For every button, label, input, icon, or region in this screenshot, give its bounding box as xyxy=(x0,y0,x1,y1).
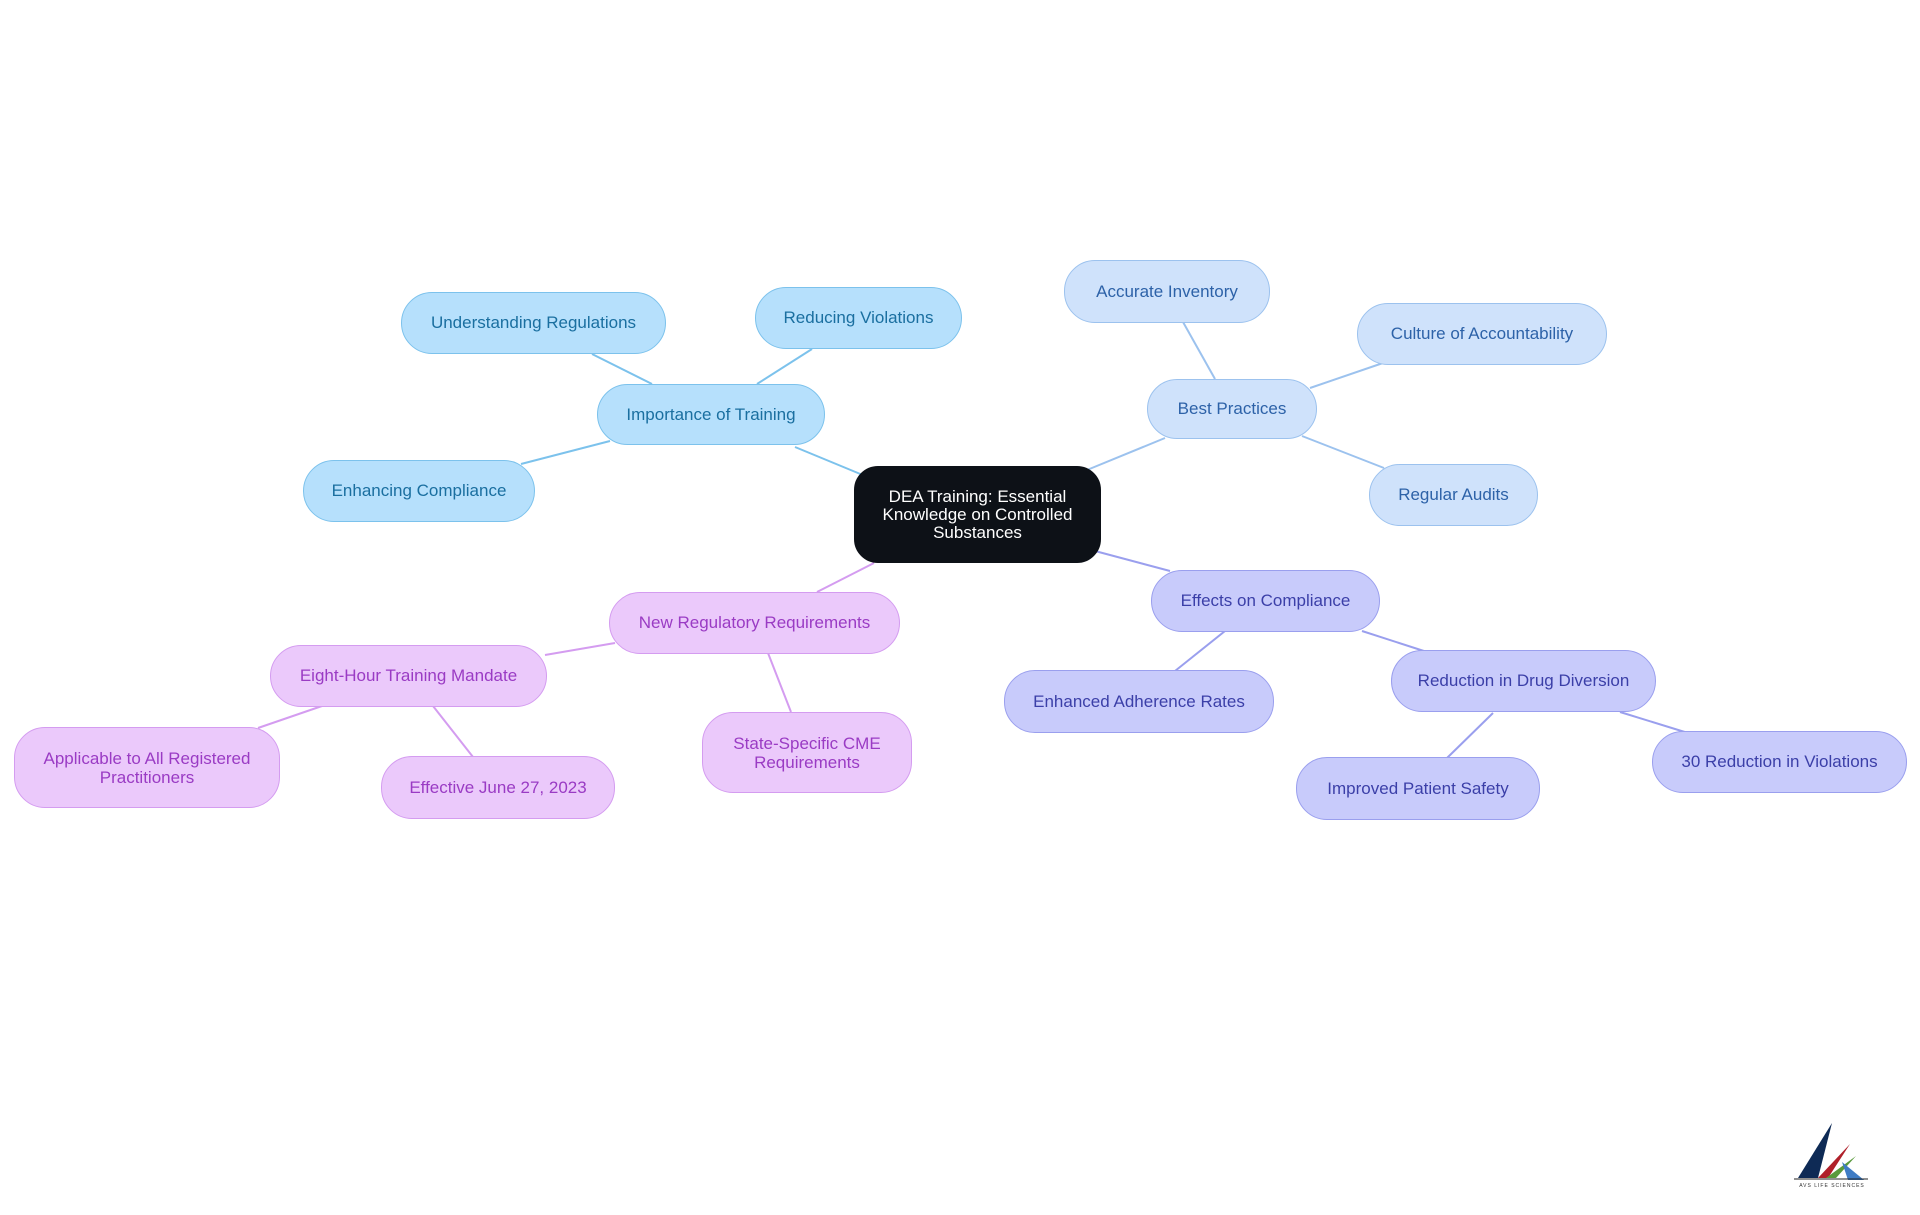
node-reduction-in-drug-diversion: Reduction in Drug Diversion xyxy=(1391,650,1656,712)
node-applicable-to-all-registered-practitioners: Applicable to All Registered Practitione… xyxy=(14,727,280,808)
node-best-practices: Best Practices xyxy=(1147,379,1317,439)
root-node: DEA Training: Essential Knowledge on Con… xyxy=(854,466,1101,563)
edge-practices-inventory xyxy=(1182,321,1216,380)
root-line-1: DEA Training: Essential xyxy=(888,486,1067,506)
node-eight-hour-training-mandate: Eight-Hour Training Mandate xyxy=(270,645,547,707)
node-effects-on-compliance: Effects on Compliance xyxy=(1151,570,1380,632)
edge-diversion-violations xyxy=(1619,711,1689,734)
edge-training-understanding xyxy=(591,353,653,385)
logo-mark-icon xyxy=(1794,1123,1868,1180)
edge-regulatory-cme xyxy=(767,652,792,713)
edge-mandate-applicable xyxy=(257,705,323,729)
edge-diversion-safety xyxy=(1446,712,1494,759)
edge-practices-culture xyxy=(1309,362,1384,389)
edge-training-reducing xyxy=(756,348,813,385)
edge-effects-diversion xyxy=(1361,630,1428,653)
node-understanding-regulations: Understanding Regulations xyxy=(401,292,666,354)
node-effective-june-27-2023: Effective June 27, 2023 xyxy=(381,756,615,819)
node-regular-audits: Regular Audits xyxy=(1369,464,1538,526)
node-reducing-violations: Reducing Violations xyxy=(755,287,962,349)
node-improved-patient-safety: Improved Patient Safety xyxy=(1296,757,1540,820)
node-culture-of-accountability: Culture of Accountability xyxy=(1357,303,1607,365)
edge-effects-adherence xyxy=(1174,630,1226,672)
root-line-2: Knowledge on Controlled xyxy=(882,504,1073,524)
edge-mandate-effective xyxy=(432,705,474,758)
edge-practices-audits xyxy=(1301,435,1385,469)
node-state-specific-cme-requirements: State-Specific CME Requirements xyxy=(702,712,912,793)
edge-root-regulatory xyxy=(816,562,875,593)
edge-root-training xyxy=(794,446,871,479)
root-line-3: Substances xyxy=(933,522,1022,542)
node-accurate-inventory: Accurate Inventory xyxy=(1064,260,1270,323)
node-30-reduction-in-violations: 30 Reduction in Violations xyxy=(1652,731,1907,793)
edge-regulatory-mandate xyxy=(544,642,616,656)
edge-training-enhancing xyxy=(520,440,611,465)
node-enhanced-adherence-rates: Enhanced Adherence Rates xyxy=(1004,670,1274,733)
node-new-regulatory-requirements: New Regulatory Requirements xyxy=(609,592,900,654)
node-importance-of-training: Importance of Training xyxy=(597,384,825,445)
edge-root-practices xyxy=(1086,437,1166,471)
edge-root-effects xyxy=(1094,550,1171,572)
company-logo: AVS LIFE SCIENCES xyxy=(1790,1118,1874,1194)
node-enhancing-compliance: Enhancing Compliance xyxy=(303,460,535,522)
logo-text: AVS LIFE SCIENCES xyxy=(1799,1183,1865,1189)
